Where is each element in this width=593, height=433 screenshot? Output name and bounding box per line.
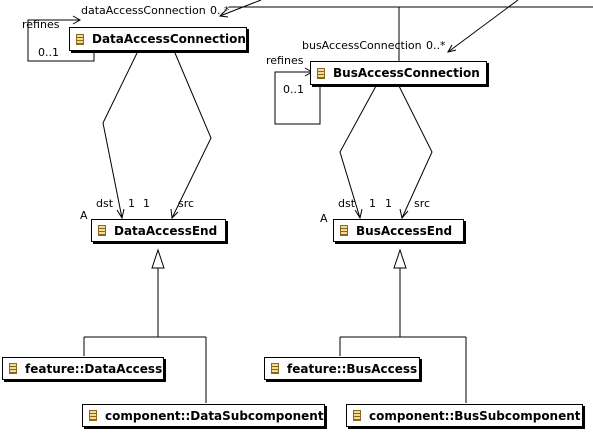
bus-access-connection-multiplicity: 0..* (426, 39, 446, 52)
data-connection-incoming-line (219, 0, 262, 17)
data-src-multiplicity: 1 (143, 197, 150, 210)
data-access-connection-role-label: dataAccessConnection (81, 4, 206, 17)
component-data-subcomponent-class[interactable]: component::DataSubcomponent (82, 404, 325, 427)
data-connection-incoming-arrowhead (218, 9, 229, 18)
feature-bus-access-class[interactable]: feature::BusAccess (264, 357, 420, 380)
data-dst-arrowhead (116, 208, 125, 220)
data-src-role-label: src (178, 197, 195, 210)
bus-src-arrowhead (399, 208, 409, 220)
data-access-connection-class[interactable]: DataAccessConnection (69, 27, 247, 51)
bus-access-end-class[interactable]: BusAccessEnd (333, 219, 464, 242)
bus-src-role-label: src (414, 197, 431, 210)
bus-connection-incoming-arrowhead (446, 44, 457, 53)
component-bus-subcomponent-class[interactable]: component::BusSubcomponent (346, 404, 583, 427)
class-icon (317, 67, 325, 79)
bus-generalization-triangle (393, 248, 407, 269)
refines-data-label: refines (22, 18, 60, 31)
bus-src-association (398, 85, 433, 219)
refines-data-multiplicity: 0..1 (38, 46, 59, 59)
bus-dst-role-label: dst (338, 197, 356, 210)
data-dst-association (102, 52, 138, 219)
class-icon (353, 410, 361, 421)
class-name: component::DataSubcomponent (105, 408, 324, 423)
class-icon (98, 225, 106, 236)
class-icon (271, 363, 279, 374)
bus-dst-association (339, 85, 377, 219)
refines-bus-multiplicity: 0..1 (283, 83, 304, 96)
bus-connection-incoming-line (447, 0, 519, 53)
data-dst-multiplicity: 1 (128, 197, 135, 210)
refines-data-arrowhead (72, 15, 82, 25)
data-dst-role-label: dst (96, 197, 114, 210)
class-name: BusAccessConnection (333, 66, 480, 80)
class-name: component::BusSubcomponent (369, 408, 581, 423)
data-abstract-marker: A (80, 209, 88, 222)
bus-src-multiplicity: 1 (385, 197, 392, 210)
class-name: feature::DataAccess (25, 361, 163, 376)
class-icon (89, 410, 97, 421)
data-access-connection-multiplicity: 0..* (210, 4, 230, 17)
data-generalization-triangle (151, 248, 165, 269)
class-name: BusAccessEnd (356, 223, 453, 238)
class-icon (76, 33, 84, 45)
refines-bus-loop (274, 71, 321, 125)
class-name: DataAccessEnd (114, 223, 218, 238)
data-src-arrowhead (170, 208, 179, 220)
data-src-association (171, 52, 212, 219)
class-name: feature::BusAccess (287, 361, 418, 376)
class-name: DataAccessConnection (92, 32, 246, 46)
bus-access-connection-role-label: busAccessConnection (302, 39, 422, 52)
bus-dst-multiplicity: 1 (369, 197, 376, 210)
refines-bus-label: refines (266, 54, 304, 67)
class-icon (340, 225, 348, 236)
bus-abstract-marker: A (320, 212, 328, 225)
bus-dst-arrowhead (354, 208, 363, 220)
refines-data-loop (27, 19, 95, 62)
data-access-end-class[interactable]: DataAccessEnd (91, 219, 226, 242)
feature-data-access-class[interactable]: feature::DataAccess (2, 357, 164, 380)
class-icon (9, 363, 17, 374)
bus-access-connection-class[interactable]: BusAccessConnection (310, 61, 487, 85)
